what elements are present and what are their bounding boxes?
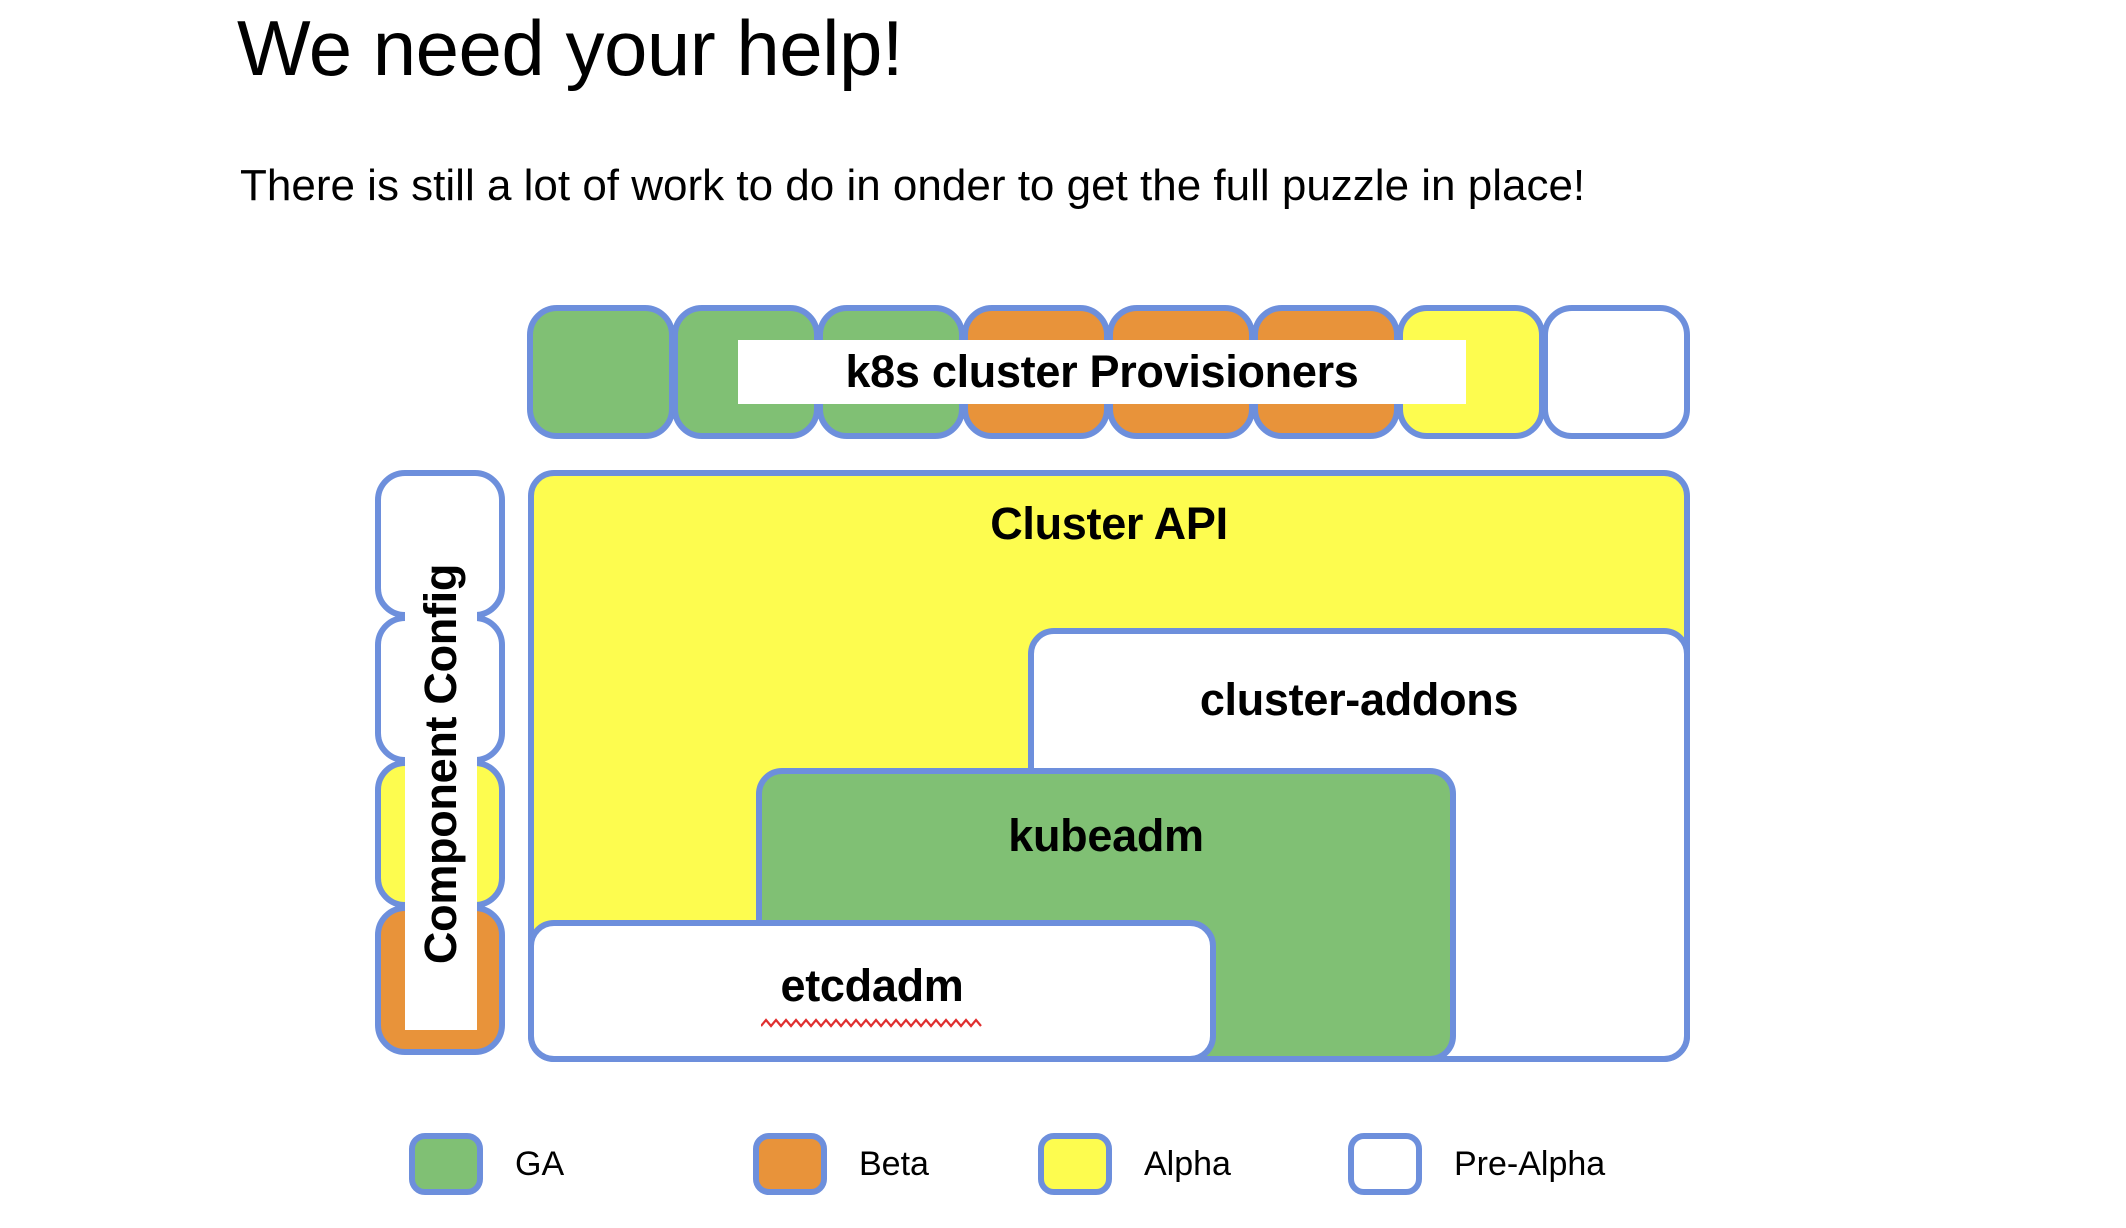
provisioner-box-8[interactable] (1542, 305, 1690, 439)
legend-swatch-beta (753, 1133, 827, 1195)
legend-swatch-pre-alpha (1348, 1133, 1422, 1195)
component-config-label: Component Config (405, 497, 477, 1030)
provisioner-box-1[interactable] (527, 305, 675, 439)
legend-label-pre-alpha: Pre-Alpha (1454, 1144, 1606, 1183)
legend-item-ga: GA (409, 1128, 564, 1200)
slide-subtitle: There is still a lot of work to do in on… (240, 161, 1586, 210)
legend-item-alpha: Alpha (1038, 1128, 1231, 1200)
component-cluster-api-label: Cluster API (990, 498, 1228, 549)
maturity-legend: GA Beta Alpha Pre-Alpha (0, 1128, 2126, 1208)
component-cluster-addons-label: cluster-addons (1199, 674, 1519, 725)
legend-swatch-alpha (1038, 1133, 1112, 1195)
legend-label-ga: GA (515, 1144, 565, 1183)
component-etcdadm-label: etcdadm (780, 960, 964, 1011)
component-etcdadm[interactable]: etcdadm (528, 920, 1216, 1062)
legend-item-pre-alpha: Pre-Alpha (1348, 1128, 1605, 1200)
spellcheck-squiggle-icon (761, 1018, 982, 1028)
provisioner-row-label: k8s cluster Provisioners (738, 340, 1466, 404)
legend-label-beta: Beta (859, 1144, 929, 1183)
component-kubeadm-label: kubeadm (1008, 810, 1204, 861)
component-config-label-text: Component Config (415, 563, 466, 964)
legend-item-beta: Beta (753, 1128, 929, 1200)
slide-title: We need your help! (237, 4, 904, 92)
legend-label-alpha: Alpha (1144, 1144, 1231, 1183)
legend-swatch-ga (409, 1133, 483, 1195)
